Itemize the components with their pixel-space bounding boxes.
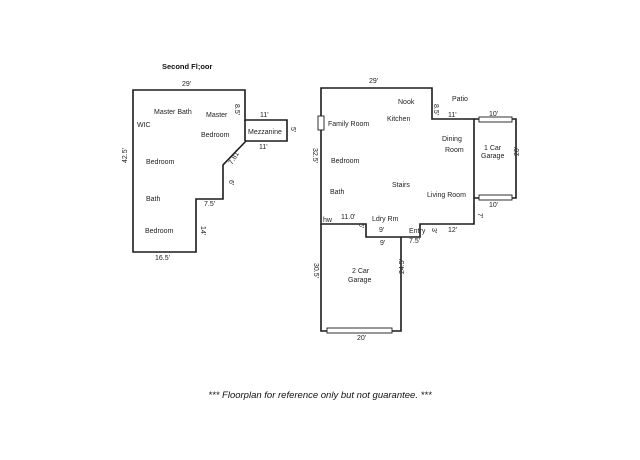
family-room-window	[317, 115, 325, 131]
sf-dim-top: 29'	[182, 81, 191, 88]
ff-dim-seven-five: 7.5'	[409, 238, 420, 245]
garage-1-door-bottom	[478, 194, 513, 201]
ff-dim-eleven: 11.0'	[341, 214, 355, 221]
ff-room-garage1-2: Garage	[481, 153, 504, 160]
ff-dim-top: 29'	[369, 78, 378, 85]
ff-dim-nine-lower: 9'	[380, 240, 385, 247]
ff-room-dining-2: Room	[445, 147, 464, 154]
sf-room-wic: WIC	[137, 122, 151, 129]
second-floor-outline	[132, 89, 288, 253]
sf-dim-mezz-right: 5'	[289, 127, 296, 132]
ff-room-garage1-1: 1 Car	[484, 145, 502, 152]
second-floor-title: Second Fl;oor	[162, 62, 212, 71]
ff-dim-three: 3'	[430, 228, 437, 233]
ff-room-bedroom: Bedroom	[331, 158, 360, 165]
first-floor-outline	[320, 87, 475, 238]
sf-dim-nine: 6'	[227, 180, 234, 185]
ff-room-patio: Patio	[452, 96, 468, 103]
ff-room-garage2-1: 2 Car	[352, 268, 370, 275]
disclaimer-text: *** Floorplan for reference only but not…	[208, 390, 432, 401]
ff-room-kitchen: Kitchen	[387, 116, 410, 123]
ff-room-entry: Entry	[409, 228, 426, 235]
sf-room-bedroom-bottom: Bedroom	[145, 228, 174, 235]
sf-room-bedroom-mid: Bedroom	[146, 159, 175, 166]
first-floor-plan: 29' 8.5' 11' 32.5' 10' 20' 10' 7' 12' 7.…	[311, 78, 521, 342]
sf-dim-bottom: 16.5'	[155, 255, 170, 262]
ff-dim-g1-right: 20'	[514, 147, 521, 156]
ff-room-nook: Nook	[398, 99, 415, 106]
ff-room-stairs: Stairs	[392, 182, 410, 189]
ff-room-garage2-2: Garage	[348, 277, 371, 284]
sf-dim-small: 14'	[199, 226, 206, 235]
ff-dim-g1-bottom: 10'	[489, 202, 498, 209]
ff-dim-nook-step: 8.5'	[432, 104, 439, 115]
sf-room-bath: Bath	[146, 196, 161, 203]
garage-2-door	[326, 327, 393, 334]
sf-room-master: Master	[206, 112, 228, 119]
ff-room-dining-1: Dining	[442, 136, 462, 143]
ff-dim-nine: 9'	[379, 227, 384, 234]
sf-dim-left: 42.5'	[122, 148, 129, 163]
ff-room-laundry: Ldry Rm	[372, 216, 399, 223]
ff-dim-left: 32.5'	[311, 148, 318, 163]
ff-room-family-room: Family Room	[328, 121, 369, 128]
ff-dim-six: 6'	[357, 223, 364, 228]
ff-dim-twelve: 12'	[448, 227, 457, 234]
sf-dim-mezz-bottom: 11'	[259, 144, 268, 151]
ff-room-living-room: Living Room	[427, 192, 466, 199]
ff-dim-g2-right: 24.5'	[399, 259, 406, 274]
sf-room-mezzanine: Mezzanine	[248, 129, 282, 136]
garage-1-door-top	[478, 116, 513, 123]
sf-room-master-bath: Master Bath	[154, 109, 192, 116]
ff-dim-nook-11: 11'	[448, 112, 457, 119]
ff-dim-seven: 7'	[476, 213, 483, 218]
ff-dim-g2-bottom: 20'	[357, 335, 366, 342]
ff-room-bath: Bath	[330, 189, 345, 196]
sf-dim-notch: 8.5'	[233, 104, 240, 115]
sf-dim-mezz-top: 11'	[260, 112, 269, 119]
sf-dim-diagonal: 7.81'	[228, 150, 242, 166]
ff-dim-hw: hw	[323, 217, 333, 224]
ff-dim-g1-top: 10'	[489, 111, 498, 118]
second-floor-plan: 29' 8.5' 11' 5' 11' 7.81' 6' 7.5' 14' 42…	[122, 81, 296, 262]
sf-room-master-bedroom: Bedroom	[201, 132, 230, 139]
ff-dim-g2-left: 30.5'	[312, 263, 319, 278]
sf-dim-step: 7.5'	[204, 201, 215, 208]
